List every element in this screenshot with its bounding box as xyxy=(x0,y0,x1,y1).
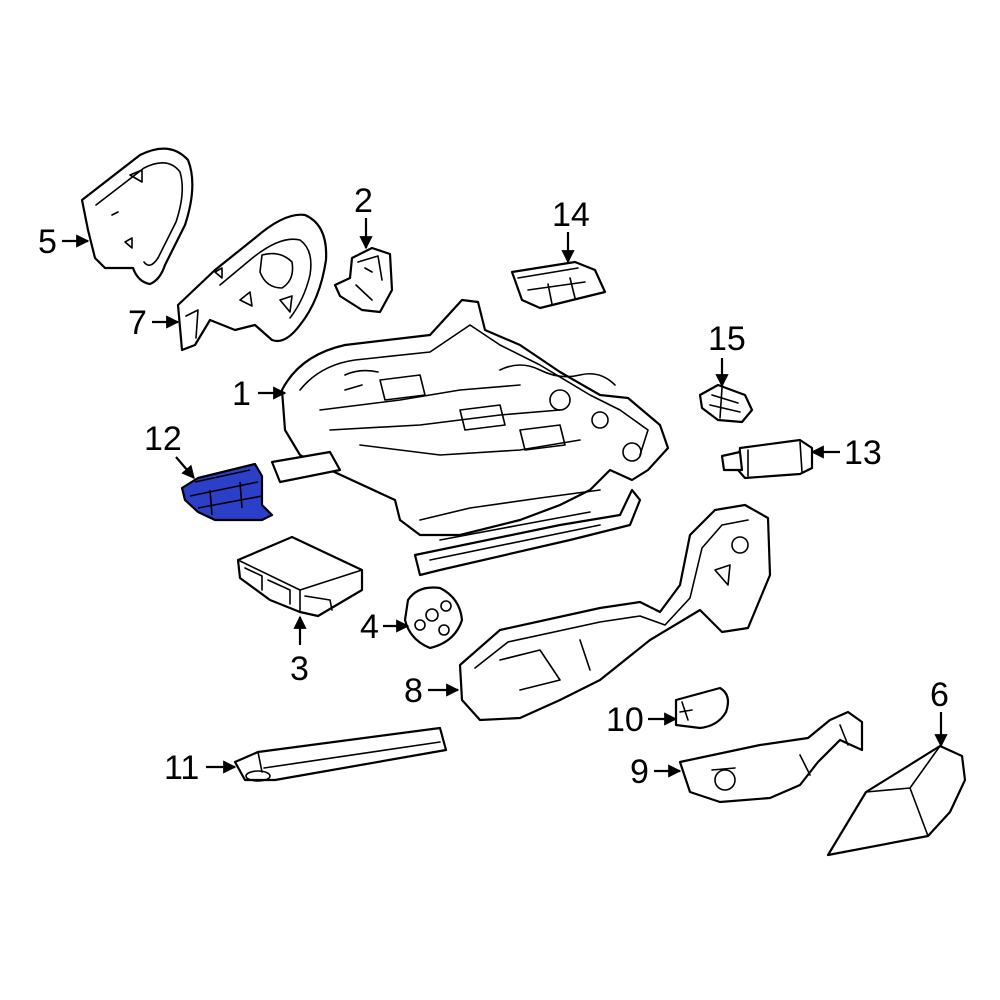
callout-6: 6 xyxy=(930,676,949,748)
part-15-connector[interactable] xyxy=(698,383,754,424)
callout-2: 2 xyxy=(354,182,373,250)
callout-15-label: 15 xyxy=(708,320,746,358)
callout-14: 14 xyxy=(552,196,590,264)
part-13-motor[interactable] xyxy=(720,438,814,480)
part-5-backrest-cover[interactable] xyxy=(80,147,194,286)
callout-10: 10 xyxy=(606,701,678,739)
part-9-trim-cover[interactable] xyxy=(678,710,864,804)
callout-13-label: 13 xyxy=(844,434,882,472)
callout-6-label: 6 xyxy=(930,676,949,714)
callout-4-label: 4 xyxy=(360,608,379,646)
callout-13: 13 xyxy=(810,434,882,472)
part-12-shape xyxy=(180,462,274,522)
callout-3-label: 3 xyxy=(290,650,309,688)
callout-12: 12 xyxy=(144,420,195,480)
part-12-highlighted[interactable] xyxy=(180,462,274,522)
callout-7-label: 7 xyxy=(128,304,147,342)
part-1-seat-frame[interactable] xyxy=(270,298,670,577)
part-4-switch[interactable] xyxy=(403,586,464,650)
callout-9-label: 9 xyxy=(630,753,649,791)
part-10-cover[interactable] xyxy=(674,686,730,730)
callout-1: 1 xyxy=(232,375,287,413)
callout-1-label: 1 xyxy=(232,375,251,413)
part-6-cover[interactable] xyxy=(826,744,967,857)
callout-5-label: 5 xyxy=(38,223,57,261)
part-14-rail-cover[interactable] xyxy=(510,260,607,310)
callout-8: 8 xyxy=(404,672,460,710)
callout-11: 11 xyxy=(164,749,237,787)
callout-3: 3 xyxy=(290,615,309,688)
callout-7: 7 xyxy=(128,304,180,342)
part-8-side-shield[interactable] xyxy=(458,503,772,722)
part-11-rail-trim[interactable] xyxy=(233,726,448,782)
callout-11-label: 11 xyxy=(164,749,199,787)
callout-5: 5 xyxy=(38,223,90,261)
callout-10-label: 10 xyxy=(606,701,644,739)
part-2-bracket[interactable] xyxy=(333,246,394,314)
callout-15: 15 xyxy=(708,320,746,388)
callout-12-label: 12 xyxy=(144,420,182,458)
callout-14-label: 14 xyxy=(552,196,590,234)
callout-9: 9 xyxy=(630,753,682,791)
callout-8-label: 8 xyxy=(404,672,423,710)
part-3-control-module[interactable] xyxy=(236,535,364,618)
callout-2-label: 2 xyxy=(354,182,373,220)
callout-4: 4 xyxy=(360,608,410,646)
part-7-recliner-trim[interactable] xyxy=(176,213,328,352)
